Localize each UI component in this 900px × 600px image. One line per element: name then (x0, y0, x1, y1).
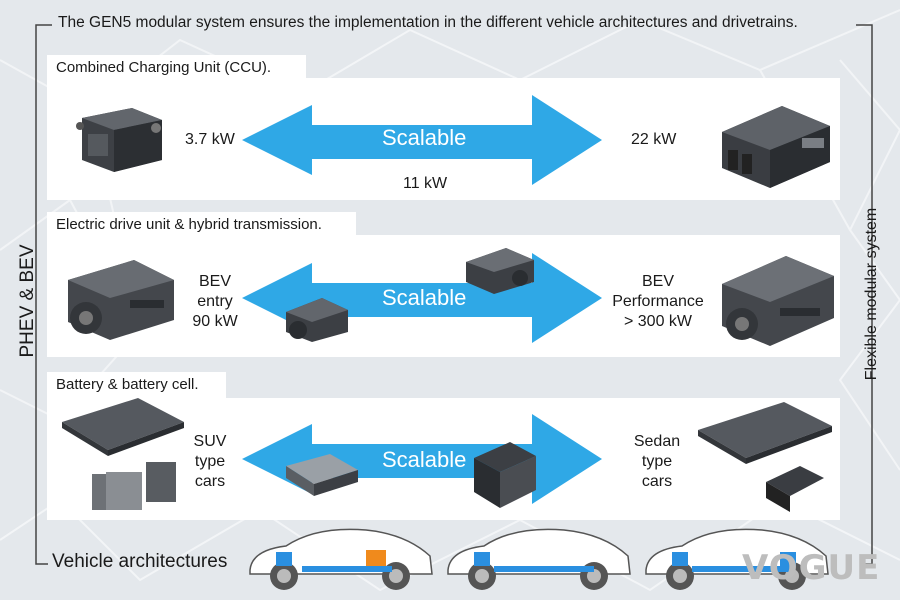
battery-left-line-1: SUV (193, 433, 227, 450)
flexible-modular-system-label: Flexible modular system (863, 207, 880, 381)
battery-left-line-2: type (194, 453, 226, 470)
ccu-large-unit-image (722, 106, 830, 188)
edu-left-line-1: BEV (198, 273, 231, 290)
battery-small-module-image (286, 454, 358, 496)
phev-bev-label: PHEV & BEV (17, 244, 38, 358)
edu-scalable-label: Scalable (382, 285, 467, 310)
edu-small-motor-image (286, 298, 348, 342)
car-bev-dual-architecture-image (645, 528, 829, 590)
car-phev-architecture-image (249, 528, 433, 590)
edu-right-line-3: > 300 kW (623, 313, 693, 330)
battery-suv-pack-image (62, 398, 184, 510)
ccu-middle-label: 11 kW (403, 175, 448, 192)
ccu-heading: Combined Charging Unit (CCU). (47, 55, 306, 81)
battery-right-line-3: cars (641, 473, 673, 490)
vogue-watermark: VOGUE (742, 548, 881, 588)
ccu-right-label: 22 kW (631, 131, 677, 148)
ccu-left-label: 3.7 kW (185, 131, 235, 148)
edu-medium-motor-image (466, 248, 534, 294)
battery-scalable-label: Scalable (382, 447, 467, 472)
edu-left-label: BEV entry 90 kW (192, 272, 238, 332)
edu-performance-unit-image (722, 256, 834, 346)
battery-heading: Battery & battery cell. (47, 372, 226, 398)
vehicle-architectures-label: Vehicle architectures (52, 551, 228, 572)
edu-right-line-1: BEV (641, 273, 674, 290)
edu-entry-unit-image (68, 260, 174, 340)
left-side-label: PHEV & BEV (8, 0, 48, 600)
edu-heading: Electric drive unit & hybrid transmissio… (47, 212, 356, 238)
edu-right-line-2: Performance (612, 293, 704, 310)
battery-left-line-3: cars (194, 473, 226, 490)
battery-medium-module-image (474, 442, 536, 508)
ccu-scalable-arrow (242, 95, 602, 185)
battery-right-label: Sedan type cars (632, 432, 682, 492)
battery-right-line-2: type (641, 453, 673, 470)
edu-scalable-arrow (242, 253, 602, 343)
edu-left-line-2: entry (197, 293, 233, 310)
battery-scalable-arrow (242, 414, 602, 504)
battery-left-label: SUV type cars (190, 432, 230, 492)
battery-right-line-1: Sedan (633, 433, 681, 450)
battery-sedan-pack-image (698, 402, 832, 512)
car-bev-architecture-image (447, 528, 631, 590)
edu-right-label: BEV Performance > 300 kW (604, 272, 712, 332)
edu-left-line-3: 90 kW (192, 313, 238, 330)
page-title: The GEN5 modular system ensures the impl… (58, 14, 798, 31)
ccu-scalable-label: Scalable (382, 125, 467, 150)
ccu-small-unit-image (76, 108, 162, 172)
